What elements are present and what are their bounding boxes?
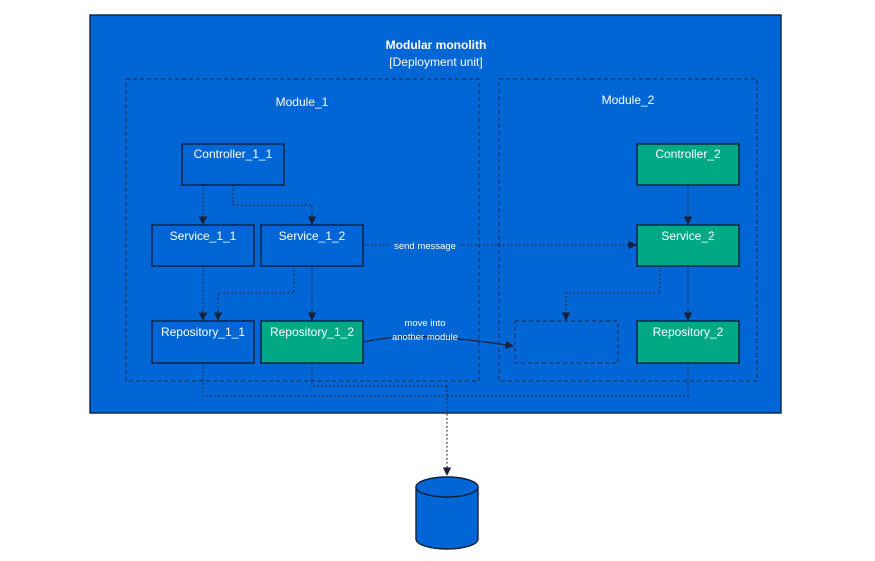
database-cylinder-icon [415, 476, 479, 550]
service-2-label: Service_2 [661, 229, 715, 243]
edge-service12-repository11 [213, 266, 295, 321]
edge-repository12-bus [311, 363, 447, 387]
moved-repository-placeholder [514, 320, 619, 364]
service-1-2-label: Service_1_2 [279, 229, 346, 243]
service-1-1-label: Service_1_1 [170, 229, 237, 243]
container-subtitle: [Deployment unit] [389, 55, 482, 69]
repository-2-label: Repository_2 [653, 325, 724, 339]
edge-controller11-service12 [232, 185, 317, 225]
module-2-frame [498, 78, 758, 382]
module-2-label: Module_2 [602, 93, 655, 107]
controller-2-label: Controller_2 [655, 147, 721, 161]
repository-1-1-label: Repository_1_1 [161, 325, 245, 339]
edge-service2-placeholder [561, 266, 661, 321]
controller-1-1-label: Controller_1_1 [194, 147, 273, 161]
repository-1-1-box [151, 320, 255, 364]
send-message-label: send message [394, 241, 456, 252]
repository-1-2-label: Repository_1_2 [270, 325, 354, 339]
send-message-label-bg [390, 239, 460, 252]
move-into-label-line2: another module [392, 332, 458, 343]
edge-repository2-bus [447, 363, 689, 397]
service-2-box [636, 224, 740, 267]
container-title: Modular monolith [386, 38, 487, 52]
controller-2-box [636, 143, 740, 186]
service-1-2-box [260, 224, 364, 267]
controller-1-1-box [181, 143, 285, 186]
edge-repository11-bus [202, 363, 447, 397]
service-1-1-box [151, 224, 255, 267]
repository-2-box [636, 320, 740, 364]
module-1-label: Module_1 [276, 95, 329, 109]
edge-move-into-module [362, 335, 514, 349]
repository-1-2-box [260, 320, 364, 364]
move-into-label-line1: move into [404, 318, 445, 329]
module-1-frame [125, 78, 480, 382]
